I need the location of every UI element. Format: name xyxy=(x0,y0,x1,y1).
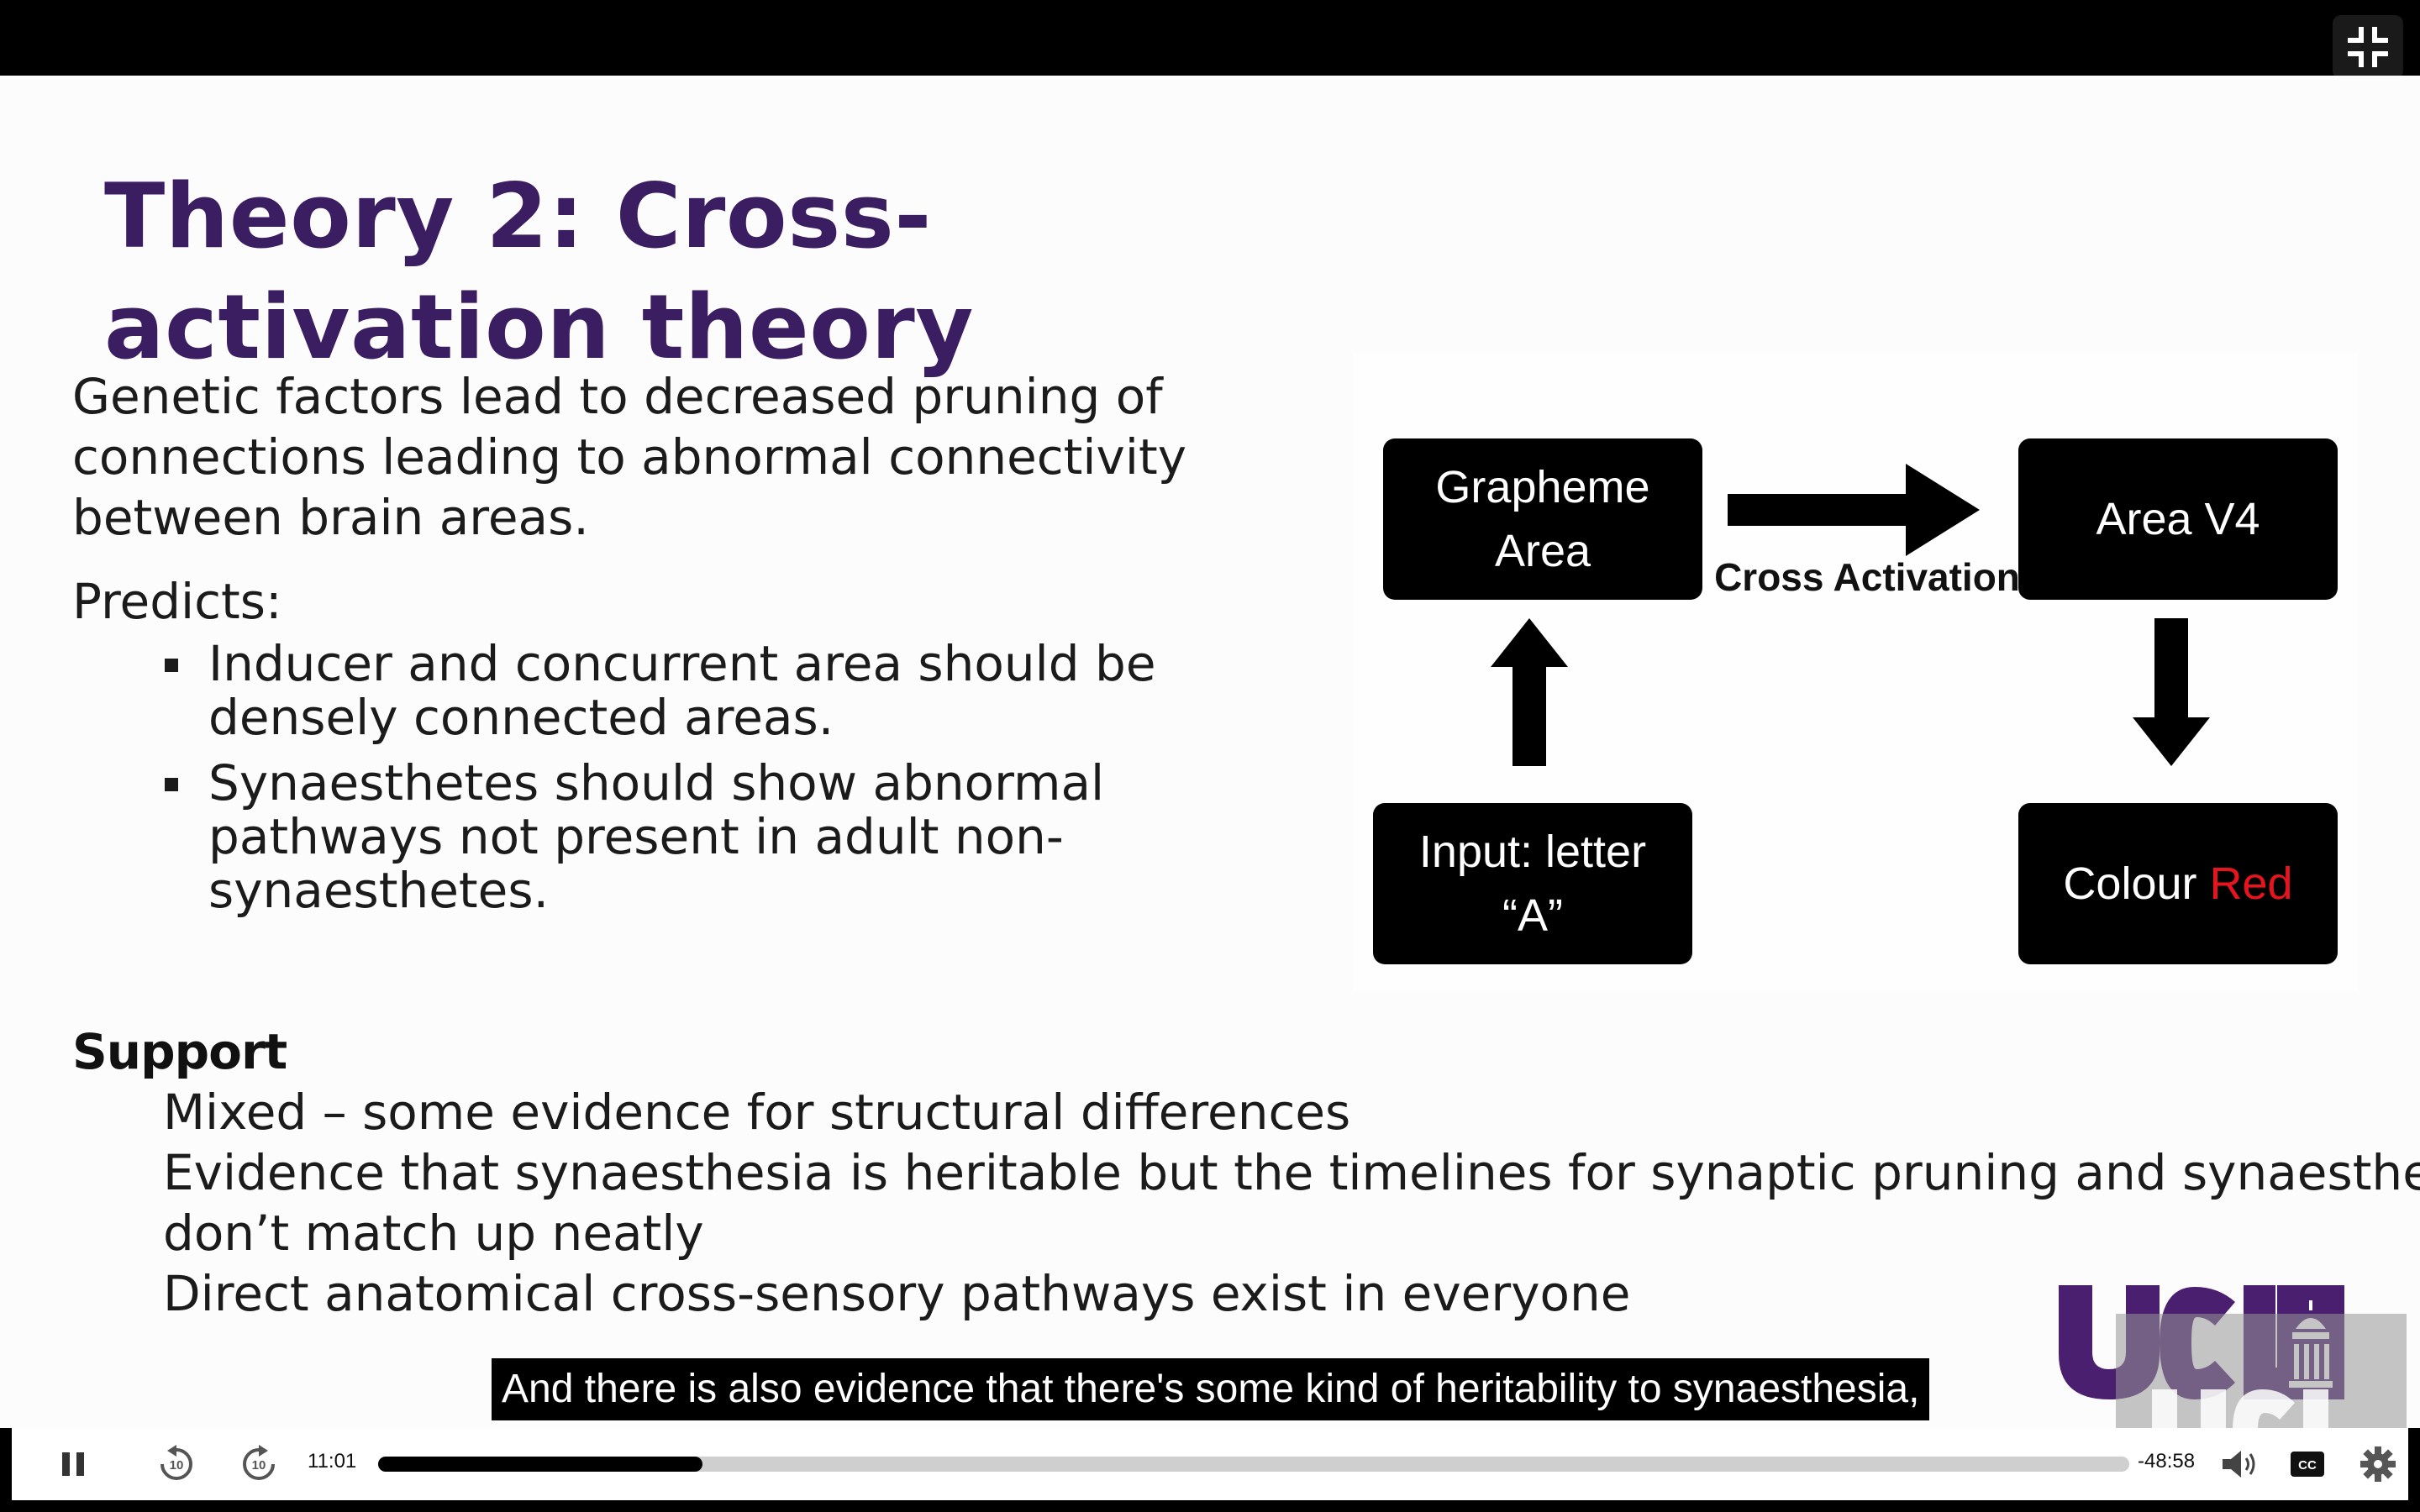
bullet-square-icon xyxy=(165,778,178,791)
arrow-down-icon xyxy=(2133,618,2210,766)
settings-button[interactable] xyxy=(2353,1436,2403,1492)
time-elapsed: 11:01 xyxy=(308,1450,357,1473)
svg-text:10: 10 xyxy=(170,1458,184,1473)
forward-10-button[interactable]: 10 xyxy=(225,1436,292,1492)
input-letter-box: Input: letter “A” xyxy=(1373,803,1692,964)
time-remaining: -48:58 xyxy=(2138,1450,2196,1473)
support-line: Evidence that synaesthesia is heritable … xyxy=(163,1144,2420,1201)
gear-icon xyxy=(2360,1446,2396,1482)
progress-bar[interactable] xyxy=(378,1457,2129,1472)
rewind-10-icon: 10 xyxy=(160,1445,192,1480)
predicts-label: Predicts: xyxy=(72,573,282,630)
top-bar xyxy=(0,0,2420,79)
svg-text:10: 10 xyxy=(252,1458,266,1473)
pause-button[interactable] xyxy=(45,1436,101,1492)
arrow-up-icon xyxy=(1491,618,1568,766)
predictions-list: Inducer and concurrent area should be de… xyxy=(165,637,1215,929)
controls-bar: 10 10 11:01 -48:58 CC xyxy=(12,1428,2408,1500)
slide: Theory 2: Cross-activation theory Geneti… xyxy=(0,76,2420,1430)
prediction-text: Synaesthetes should show abnormal pathwa… xyxy=(208,754,1105,919)
list-item: Inducer and concurrent area should be de… xyxy=(165,637,1215,744)
slide-title: Theory 2: Cross-activation theory xyxy=(104,165,974,379)
prediction-text: Inducer and concurrent area should be de… xyxy=(208,635,1156,746)
rewind-10-button[interactable]: 10 xyxy=(143,1436,210,1492)
grapheme-area-box: Grapheme Area xyxy=(1383,438,1702,600)
area-v4-box: Area V4 xyxy=(2018,438,2338,600)
forward-10-icon: 10 xyxy=(243,1445,275,1480)
area-v4-label: Area V4 xyxy=(2096,494,2260,544)
captions-icon: CC xyxy=(2291,1452,2324,1477)
support-list: Mixed – some evidence for structural dif… xyxy=(163,1082,2420,1324)
svg-text:CC: CC xyxy=(2298,1458,2317,1473)
progress-fill xyxy=(378,1457,702,1472)
arrow-right-icon xyxy=(1728,464,1980,556)
cross-activation-diagram: Grapheme Area Area V4 Input: letter “A” … xyxy=(1353,353,2358,991)
ucl-watermark xyxy=(2116,1314,2407,1430)
grapheme-label-line1: Grapheme xyxy=(1435,462,1650,512)
intro-text: Genetic factors lead to decreased prunin… xyxy=(72,368,1187,546)
ucl-watermark-logo xyxy=(2152,1389,2328,1430)
volume-button[interactable] xyxy=(2215,1436,2265,1492)
player-controls: 10 10 11:01 -48:58 CC xyxy=(0,1428,2420,1512)
support-line: don’t match up neatly xyxy=(163,1205,704,1262)
bullet-square-icon xyxy=(165,659,178,672)
list-item: Synaesthetes should show abnormal pathwa… xyxy=(165,756,1215,917)
cross-activation-label: Cross Activation xyxy=(1714,555,2020,599)
input-label-line1: Input: letter xyxy=(1418,827,1647,877)
support-heading: Support xyxy=(72,1023,287,1080)
colour-word: Colour xyxy=(2063,858,2197,909)
colour-value: Red xyxy=(2209,858,2293,909)
exit-fullscreen-icon xyxy=(2348,27,2388,67)
grapheme-label-line2: Area xyxy=(1494,526,1591,576)
volume-icon xyxy=(2223,1451,2255,1478)
pause-icon xyxy=(62,1452,84,1476)
support-line: Mixed – some evidence for structural dif… xyxy=(163,1084,1351,1141)
subtitle-caption: And there is also evidence that there's … xyxy=(492,1358,1930,1420)
exit-fullscreen-button[interactable] xyxy=(2333,15,2403,79)
input-label-line2: “A” xyxy=(1502,890,1563,941)
captions-button[interactable]: CC xyxy=(2282,1436,2333,1492)
support-line: Direct anatomical cross-sensory pathways… xyxy=(163,1265,1631,1322)
colour-red-box: Colour Red xyxy=(2018,803,2338,964)
